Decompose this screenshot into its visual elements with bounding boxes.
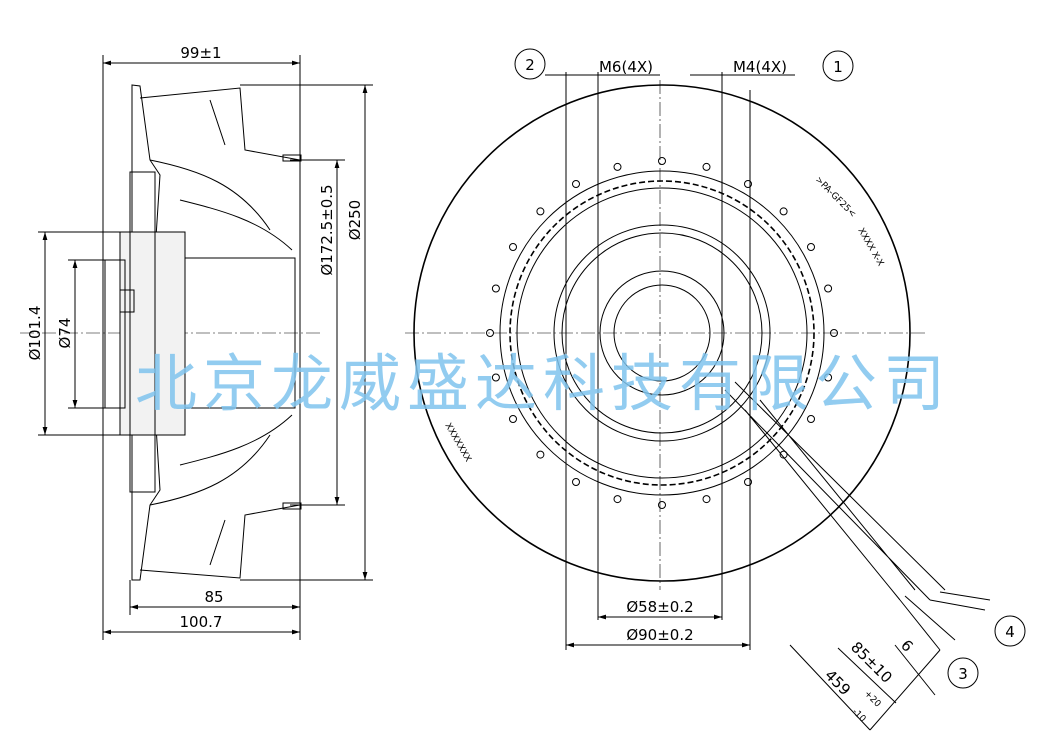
callout-1: 1 — [822, 50, 854, 82]
balance-clip — [744, 180, 752, 188]
balance-clip — [824, 284, 833, 293]
balance-clip — [807, 415, 815, 423]
dim-length-100: 100.7 — [180, 613, 223, 631]
balance-clip — [702, 162, 711, 171]
balance-clip — [779, 207, 788, 216]
balance-clip — [744, 478, 752, 486]
thread-m6-label: M6(4X) — [599, 58, 653, 76]
balance-clip — [491, 373, 500, 382]
code-label: XXXX X-X — [855, 227, 885, 269]
balance-clip — [658, 501, 666, 509]
balance-clip — [807, 243, 815, 251]
watermark: 北京龙威盛达科技有限公司 — [135, 347, 952, 420]
dim-cable-459: 459 — [821, 666, 854, 699]
balance-clip — [536, 207, 545, 216]
balance-clip — [572, 180, 580, 188]
callout-4: 4 — [994, 615, 1026, 647]
svg-text:1: 1 — [833, 58, 843, 76]
dim-dia-74: Ø74 — [56, 318, 74, 349]
dim-width-total: 99±1 — [180, 44, 221, 62]
balance-clip — [702, 495, 711, 504]
balance-clip — [491, 284, 500, 293]
svg-text:2: 2 — [525, 56, 535, 74]
balance-clip — [509, 415, 517, 423]
svg-text:3: 3 — [958, 665, 968, 683]
balance-clip — [536, 450, 545, 459]
dim-dia-101: Ø101.4 — [26, 306, 44, 361]
balance-clip — [824, 373, 833, 382]
material-label: >PA-GF25< — [813, 175, 858, 220]
dim-dia-172: Ø172.5±0.5 — [318, 184, 336, 275]
dim-cable-6: 6 — [897, 636, 916, 655]
balance-clip — [486, 329, 494, 337]
callout-2: 2 — [514, 48, 546, 80]
callout-3: 3 — [947, 657, 979, 689]
balance-clip — [658, 157, 666, 165]
balance-clip — [572, 478, 580, 486]
balance-clip — [613, 495, 622, 504]
dim-dia-58: Ø58±0.2 — [626, 598, 693, 616]
dim-dia-250: Ø250 — [346, 200, 364, 240]
balance-clip — [613, 162, 622, 171]
dim-length-85: 85 — [204, 588, 223, 606]
dim-dia-90: Ø90±0.2 — [626, 626, 693, 644]
dim-cable-459-tol-plus: +20 — [862, 689, 883, 710]
dim-cable-459-tol-minus: -10 — [850, 707, 868, 725]
balance-clip — [830, 329, 838, 337]
side-view: 99±1 Ø101.4 Ø74 Ø172.5±0.5 Ø250 85 100.7 — [20, 44, 373, 640]
thread-m4-label: M4(4X) — [733, 58, 787, 76]
balance-clip — [509, 243, 517, 251]
svg-text:4: 4 — [1005, 623, 1015, 641]
